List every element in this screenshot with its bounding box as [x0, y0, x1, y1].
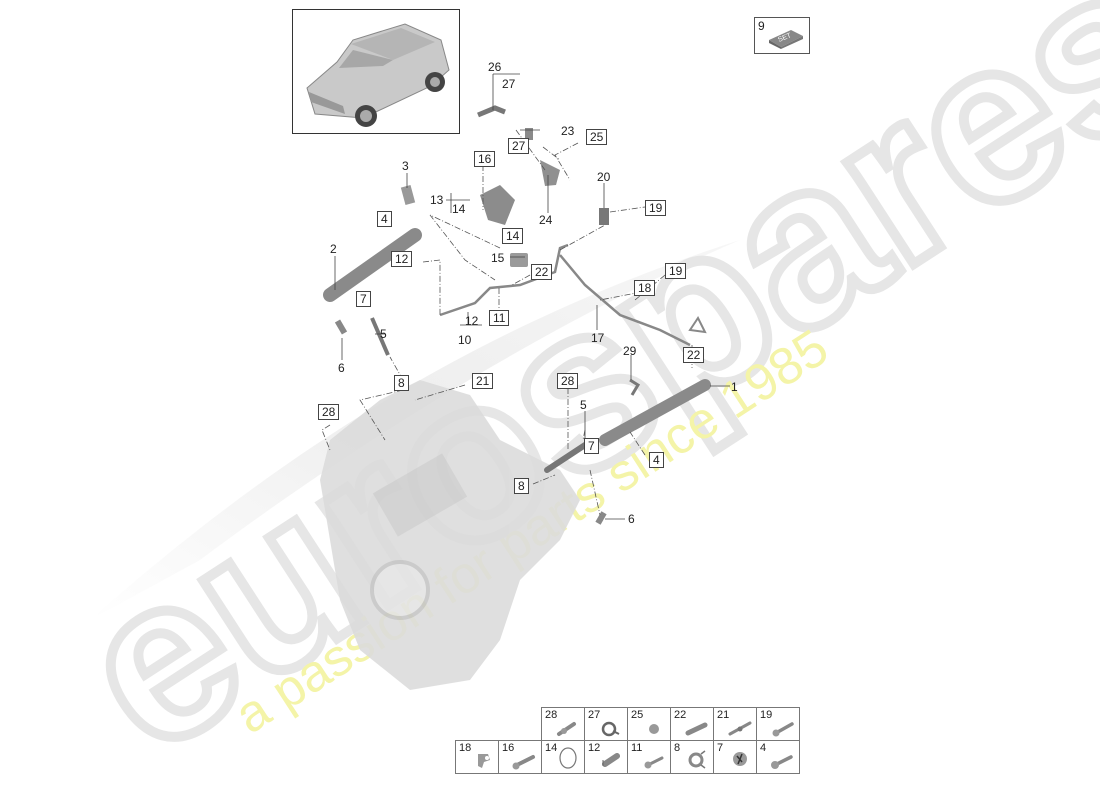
callout-28: 28 — [318, 404, 340, 420]
legend-item-14[interactable]: 14 — [541, 740, 585, 774]
callout-15: 15 — [491, 251, 505, 265]
hose-clamp-icon — [601, 721, 620, 737]
flange-bolt-icon — [771, 755, 793, 769]
callout-6-b: 6 — [628, 512, 635, 526]
callout-19: 19 — [645, 200, 667, 216]
pipe-26 — [477, 105, 506, 118]
callout-27-boxed: 27 — [508, 138, 530, 154]
callout-28-b: 28 — [557, 373, 579, 389]
clip-sleeve-icon — [733, 752, 747, 766]
svg-text:SET: SET — [777, 32, 793, 44]
callout-18: 18 — [634, 280, 656, 296]
callout-14: 14 — [452, 202, 466, 216]
parts-legend: 28 27 25 22 21 19 18 16 14 12 11 — [455, 707, 800, 774]
callout-26: 26 — [488, 60, 502, 74]
bracket-24 — [540, 160, 560, 186]
set-box-icon: SET — [769, 30, 803, 49]
solid-leaders — [334, 73, 730, 520]
legend-item-18[interactable]: 18 — [455, 740, 499, 774]
callout-16: 16 — [474, 151, 496, 167]
fuel-line-17 — [559, 254, 691, 347]
callout-12-b: 12 — [465, 314, 479, 328]
engine-block-illustration — [320, 380, 580, 690]
bracket-clip-icon — [478, 754, 490, 768]
o-ring-icon — [559, 747, 577, 769]
bolt-6-right — [595, 511, 607, 525]
callout-1: 1 — [731, 380, 738, 394]
stud-bolt-icon — [685, 722, 708, 736]
set-badge: 9 SET — [754, 17, 810, 54]
callout-23: 23 — [561, 124, 575, 138]
legend-item-12[interactable]: 12 — [584, 740, 628, 774]
fuel-rail-right — [599, 379, 711, 446]
callout-12: 12 — [391, 251, 413, 267]
socket-bolt-icon — [512, 755, 535, 770]
callout-22-b: 22 — [683, 347, 705, 363]
legend-item-16[interactable]: 16 — [498, 740, 542, 774]
callout-7: 7 — [356, 291, 371, 307]
callout-11: 11 — [489, 310, 510, 326]
callout-25: 25 — [586, 129, 608, 145]
bracket-20 — [599, 208, 609, 225]
legend-item-21[interactable]: 21 — [713, 707, 757, 741]
legend-item-28[interactable]: 28 — [541, 707, 585, 741]
callout-5-b: 5 — [580, 398, 587, 412]
callout-7-b: 7 — [584, 438, 599, 454]
callout-8-b: 8 — [514, 478, 529, 494]
callout-2: 2 — [330, 242, 337, 256]
callout-14-boxed: 14 — [502, 228, 524, 244]
callout-4-b: 4 — [649, 452, 664, 468]
legend-item-19[interactable]: 19 — [756, 707, 800, 741]
callout-24: 24 — [539, 213, 553, 227]
bracket-29 — [629, 378, 641, 396]
sensor-5-right — [544, 442, 588, 473]
callout-21: 21 — [472, 373, 494, 389]
sensor-23 — [525, 128, 533, 140]
callout-20: 20 — [597, 170, 611, 184]
callout-27: 27 — [502, 77, 516, 91]
callout-8: 8 — [394, 375, 409, 391]
callout-22: 22 — [531, 264, 553, 280]
callout-10: 10 — [458, 333, 472, 347]
callout-19-b: 19 — [665, 263, 687, 279]
callout-13: 13 — [430, 193, 444, 207]
legend-item-4[interactable]: 4 — [756, 740, 800, 774]
fuel-rail-left — [323, 185, 422, 356]
short-bolt-icon — [644, 756, 664, 769]
legend-item-7[interactable]: 7 — [713, 740, 757, 774]
fuel-line-10 — [439, 243, 569, 317]
legend-item-27[interactable]: 27 — [584, 707, 628, 741]
callout-5: 5 — [380, 327, 387, 341]
legend-item-8[interactable]: 8 — [670, 740, 714, 774]
set-number: 9 — [758, 19, 765, 33]
callout-6: 6 — [338, 361, 345, 375]
spring-clip-icon — [688, 750, 706, 769]
vehicle-thumbnail — [292, 9, 460, 134]
callout-17: 17 — [591, 331, 605, 345]
car-icon — [306, 23, 450, 127]
callout-3: 3 — [402, 159, 409, 173]
callout-4: 4 — [377, 211, 392, 227]
legend-item-22[interactable]: 22 — [670, 707, 714, 741]
hex-bolt-icon — [772, 722, 794, 737]
high-pressure-pump — [480, 185, 528, 267]
double-stud-icon — [728, 721, 752, 736]
nut-icon — [649, 724, 659, 734]
bolt-collar-icon — [557, 722, 576, 736]
legend-item-25[interactable]: 25 — [627, 707, 671, 741]
legend-item-11[interactable]: 11 — [627, 740, 671, 774]
callout-29: 29 — [623, 344, 637, 358]
grommet-icon — [602, 753, 620, 767]
